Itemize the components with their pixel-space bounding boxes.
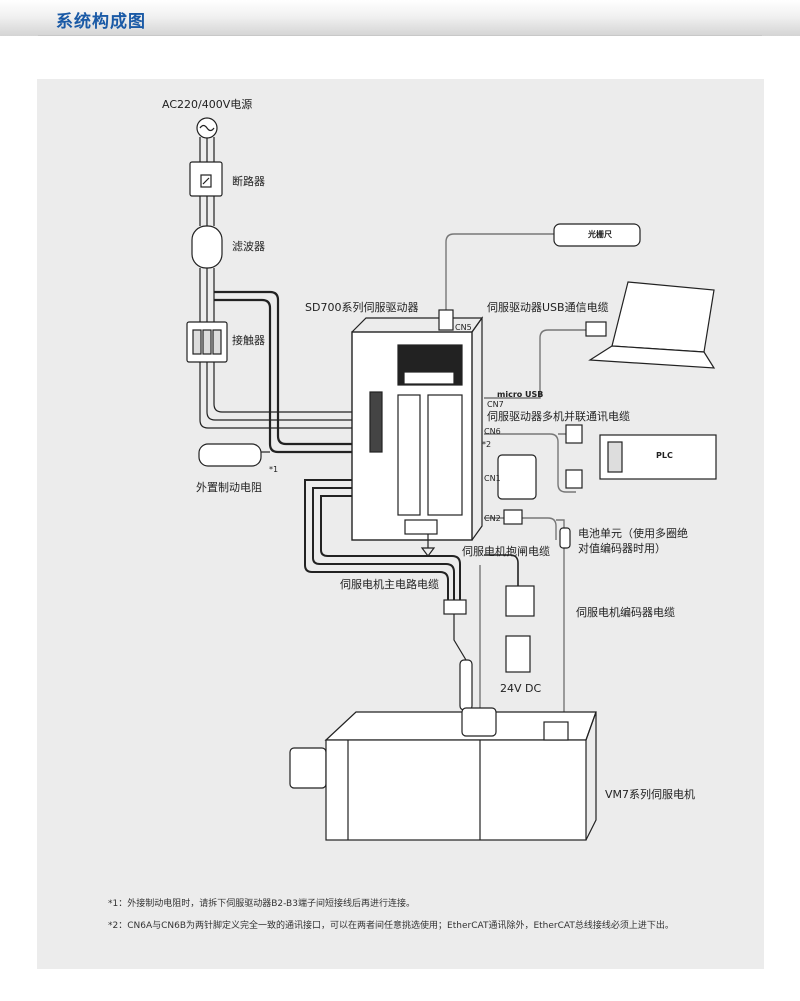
resistor-mark: *1	[269, 465, 279, 474]
servo-drive-icon	[351, 316, 484, 541]
cn1-label: CN1	[484, 474, 501, 483]
plc-label: PLC	[656, 451, 673, 460]
header-bar: 系统构成图	[0, 0, 800, 36]
breaker-icon	[189, 161, 223, 197]
usb-cable-label: 伺服驱动器USB通信电缆	[487, 301, 609, 314]
encoder-cable-label: 伺服电机编码器电缆	[576, 606, 675, 619]
micro-usb-label: micro USB	[497, 390, 544, 399]
page-title: 系统构成图	[56, 12, 146, 32]
brake-cable-label: 伺服电机抱闸电缆	[462, 545, 550, 558]
contactor-icon	[186, 321, 228, 363]
contactor-label: 接触器	[232, 334, 265, 347]
motor-label: VM7系列伺服电机	[605, 788, 696, 801]
plc-icon	[599, 434, 717, 480]
cn6-mark: *2	[482, 440, 492, 449]
filter-label: 滤波器	[232, 240, 265, 253]
cn7-label: CN7	[487, 400, 504, 409]
laptop-icon	[588, 281, 716, 369]
breaker-label: 断路器	[232, 175, 265, 188]
header-divider	[38, 35, 762, 36]
brake-resistor-icon	[198, 443, 262, 467]
filter-icon	[191, 225, 223, 269]
drive-label: SD700系列伺服驱动器	[305, 301, 419, 314]
power-source-icon	[196, 117, 218, 139]
cn6-label: CN6	[484, 427, 501, 436]
parallel-cable-label: 伺服驱动器多机并联通讯电缆	[487, 410, 630, 423]
dc24-label: 24V DC	[500, 682, 542, 695]
footnote-1: *1：外接制动电阻时，请拆下伺服驱动器B2-B3端子间短接线后再进行连接。	[108, 899, 415, 909]
servo-motor-icon	[289, 707, 597, 841]
battery-label-2: 对值编码器时用）	[578, 542, 666, 555]
cn2-label: CN2	[484, 514, 501, 523]
main-cable-label: 伺服电机主电路电缆	[340, 578, 439, 591]
grating-scale-icon	[553, 223, 641, 247]
resistor-label: 外置制动电阻	[196, 481, 262, 494]
cn5-label: CN5	[455, 323, 472, 332]
footnote-2: *2：CN6A与CN6B为两针脚定义完全一致的通讯接口，可以在两者间任意挑选使用…	[108, 921, 674, 931]
grating-label: 光栅尺	[588, 230, 612, 239]
power-label: AC220/400V电源	[162, 98, 253, 111]
battery-label-1: 电池单元（使用多圈绝	[578, 527, 688, 540]
